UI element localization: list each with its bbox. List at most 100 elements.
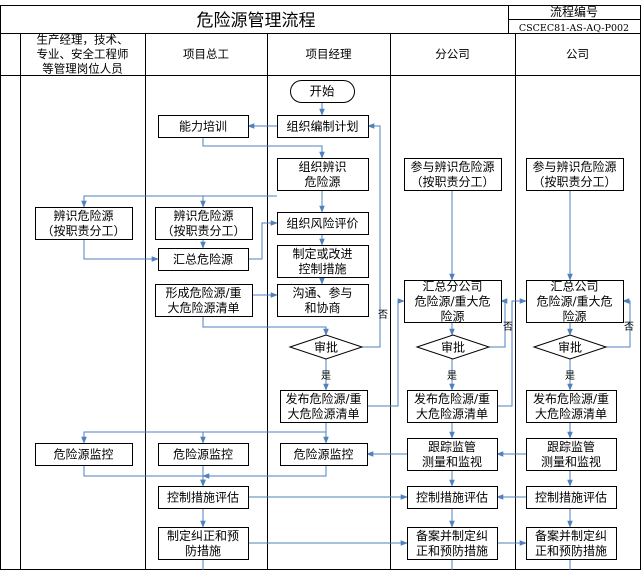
edge-label-no-5: 否 <box>503 321 513 333</box>
node-c-publish-box <box>526 390 617 423</box>
node-c-track-text: 测量和监视 <box>541 454 601 469</box>
node-cte-identify-text: （按职责分工） <box>161 224 245 238</box>
node-b-summary-box <box>404 280 502 323</box>
node-summary-cte-text: 汇总危险源 <box>173 251 233 266</box>
node-b-eval-box <box>407 486 498 509</box>
node-monitor-pm: 危险源监控 <box>280 443 368 466</box>
node-form-list-box <box>155 284 253 317</box>
node-b-summary-text: 汇总分公司 <box>422 279 482 293</box>
node-measures-box <box>277 245 369 278</box>
node-risk-eval-box <box>277 212 369 235</box>
node-monitor-1: 危险源监控 <box>35 443 133 466</box>
node-c-publish-text: 发布危险源/重 <box>533 391 609 406</box>
node-c-summary-text: 危险源/重大危 <box>536 293 612 308</box>
node-form-list-text: 形成危险源/重 <box>165 285 241 300</box>
node-cte-identify: 辨识危险源（按职责分工） <box>155 207 253 240</box>
edge-label-no-6: 否 <box>624 321 634 333</box>
node-corrective-cte-text: 制定纠正和预 <box>167 528 239 543</box>
node-monitor-1-text: 危险源监控 <box>53 446 113 461</box>
node-corrective-cte-box <box>158 527 249 560</box>
lane-management-staff-header-text: 生产经理，技术、 <box>37 33 129 47</box>
node-form-list-text: 大危险源清单 <box>167 300 239 315</box>
connector-21 <box>497 298 527 407</box>
node-c-approve-text: 审批 <box>558 339 582 354</box>
node-b-track-box <box>407 438 498 471</box>
node-publish-pm-text: 发布危险源/重 <box>285 391 361 406</box>
node-b-summary-text: 危险源/重大危 <box>414 293 490 308</box>
node-b-eval: 控制措施评估 <box>407 486 498 509</box>
lane-project-manager-header-text: 项目经理 <box>306 47 352 61</box>
node-communicate-text: 沟通、参与 <box>292 285 352 300</box>
node-publish-pm-box <box>280 390 368 423</box>
connector-lines <box>81 102 631 570</box>
node-b-approve-diamond <box>415 334 491 360</box>
connector-24 <box>606 298 631 348</box>
lane-branch-header-text: 分公司 <box>435 47 470 61</box>
process-code-label: 流程编号 <box>550 4 598 19</box>
connector-35 <box>202 465 327 479</box>
edge-label-yes-3: 是 <box>565 370 575 382</box>
node-b-identify-text: （按职责分工） <box>410 175 494 189</box>
lane-management-staff-header-text: 专业、安全工程师 <box>37 47 129 61</box>
node-b-approve: 审批 <box>415 334 491 360</box>
node-training-text: 能力培训 <box>179 118 227 133</box>
node-c-eval-text: 控制措施评估 <box>535 490 607 504</box>
node-plan: 组织编制计划 <box>277 115 369 138</box>
node-eval-cte-text: 控制措施评估 <box>167 490 239 504</box>
connector-7 <box>83 239 159 262</box>
node-c-record-text: 正和预防措施 <box>535 543 607 558</box>
connector-labels: 是是是否否否 <box>321 309 634 382</box>
node-b-publish-box <box>407 390 498 423</box>
node-b-record-box <box>407 527 498 560</box>
node-training-box <box>158 115 249 138</box>
node-communicate-box <box>277 284 369 317</box>
node-c-record-text: 备案并制定纠 <box>535 528 607 543</box>
node-approve-pm-diamond <box>288 334 364 360</box>
lane-company-header-text: 公司 <box>566 47 589 61</box>
connector-13 <box>202 316 329 336</box>
node-measures-text: 控制措施 <box>298 262 346 276</box>
node-c-identify-box <box>526 158 624 191</box>
node-corrective-cte-text: 防措施 <box>185 543 221 558</box>
node-c-publish-text: 大危险源清单 <box>535 406 607 421</box>
flow-nodes: 开始组织编制计划能力培训组织辨识危险源辨识危险源（按职责分工）辨识危险源（按职责… <box>35 80 624 560</box>
node-b-record-text: 正和预防措施 <box>416 543 488 558</box>
node-b-publish-text: 发布危险源/重 <box>414 391 490 406</box>
node-b-approve-text: 审批 <box>441 339 465 354</box>
node-pm-identify-text: 组织辨识 <box>298 160 346 174</box>
connector-19 <box>489 298 508 348</box>
node-risk-eval-text: 组织风险评价 <box>286 215 358 230</box>
lane-headers: 生产经理，技术、专业、安全工程师等管理岗位人员项目总工项目经理分公司公司 <box>37 33 590 76</box>
node-eval-cte-box <box>158 486 249 509</box>
node-risk-eval: 组织风险评价 <box>277 212 369 235</box>
node-c-eval: 控制措施评估 <box>526 486 617 509</box>
node-c-record-box <box>526 527 617 560</box>
connector-14 <box>362 123 381 348</box>
edge-label-yes-2: 是 <box>447 370 457 382</box>
node-pm-identify-box <box>277 158 369 191</box>
node-b-summary-text: 险源 <box>440 308 464 323</box>
node-b-track-text: 跟踪监管 <box>428 439 476 454</box>
connector-16 <box>367 298 405 407</box>
node-monitor-pm-box <box>280 443 368 466</box>
node-lane1-identify: 辨识危险源（按职责分工） <box>35 207 133 240</box>
node-start: 开始 <box>290 80 355 103</box>
node-b-identify-box <box>404 158 502 191</box>
node-measures-text: 制定或改进 <box>292 246 352 261</box>
node-monitor-1-box <box>35 443 133 466</box>
node-monitor-cte-box <box>158 443 249 466</box>
node-b-record-text: 备案并制定纠 <box>416 528 488 543</box>
node-publish-pm-text: 大危险源清单 <box>287 406 359 421</box>
node-c-summary-text: 险源 <box>562 308 586 323</box>
node-communicate-text: 和协商 <box>304 300 340 315</box>
node-cte-identify-text: 辨识危险源 <box>173 208 233 223</box>
